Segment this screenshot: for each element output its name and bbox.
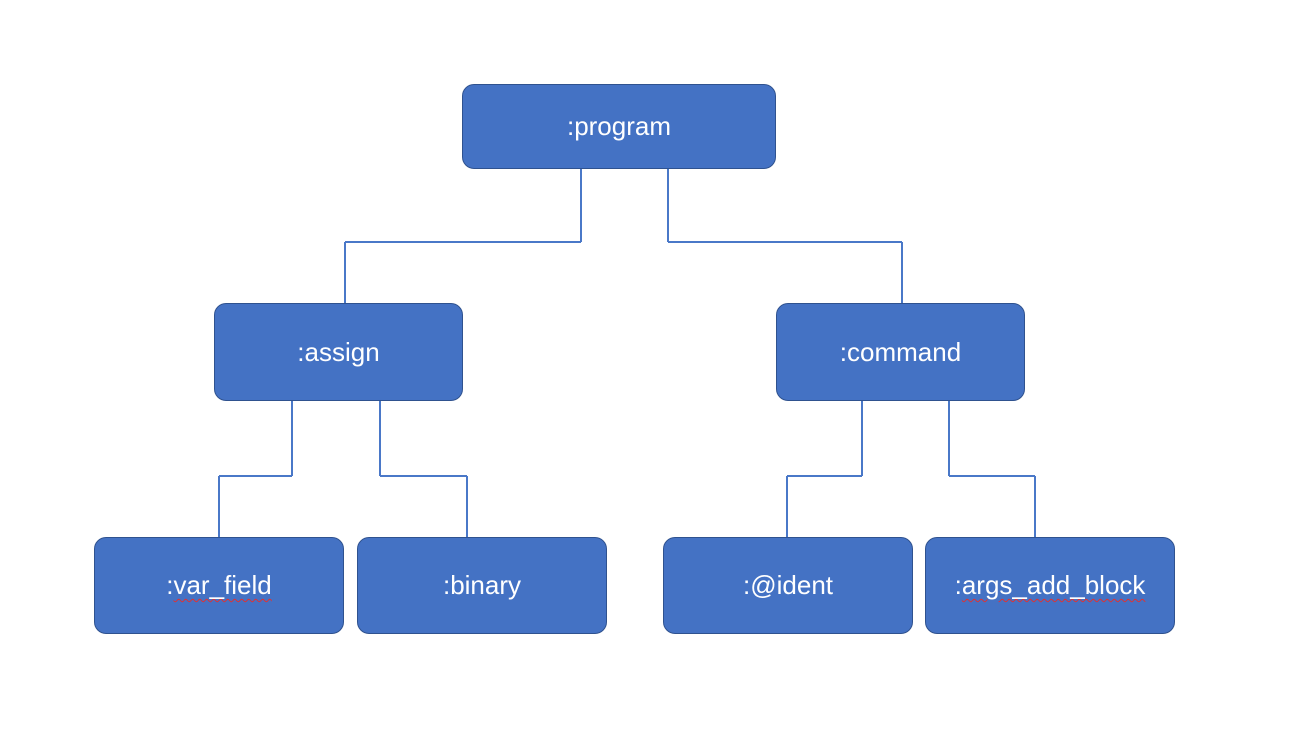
edge-assign-var-field	[218, 400, 293, 537]
node-var-field-label: :var_field	[166, 570, 272, 601]
node-command-label: :command	[839, 336, 962, 367]
node-program: :program	[462, 84, 776, 169]
edge-command-ident	[786, 400, 863, 537]
node-ident-label: :@ident	[743, 570, 833, 600]
node-assign-label: :assign	[297, 336, 380, 367]
edge-command-args-add-block	[948, 400, 1036, 537]
node-args-add-block-prefix: :	[954, 570, 962, 600]
node-var-field-word: var_field	[173, 570, 272, 600]
edge-assign-binary	[379, 400, 468, 537]
node-ident: :@ident	[663, 537, 913, 634]
node-var-field-prefix: :	[166, 570, 174, 600]
node-var-field: :var_field	[94, 537, 344, 634]
edge-program-command	[667, 168, 903, 303]
node-args-add-block-word: args_add_block	[961, 570, 1146, 600]
node-assign: :assign	[214, 303, 463, 401]
edge-program-assign	[344, 168, 582, 303]
node-program-label: :program	[566, 111, 672, 141]
node-args-add-block: :args_add_block	[925, 537, 1175, 634]
node-binary: :binary	[357, 537, 607, 634]
node-binary-label: :binary	[442, 570, 522, 600]
node-args-add-block-label: :args_add_block	[955, 570, 1146, 601]
node-command: :command	[776, 303, 1025, 401]
